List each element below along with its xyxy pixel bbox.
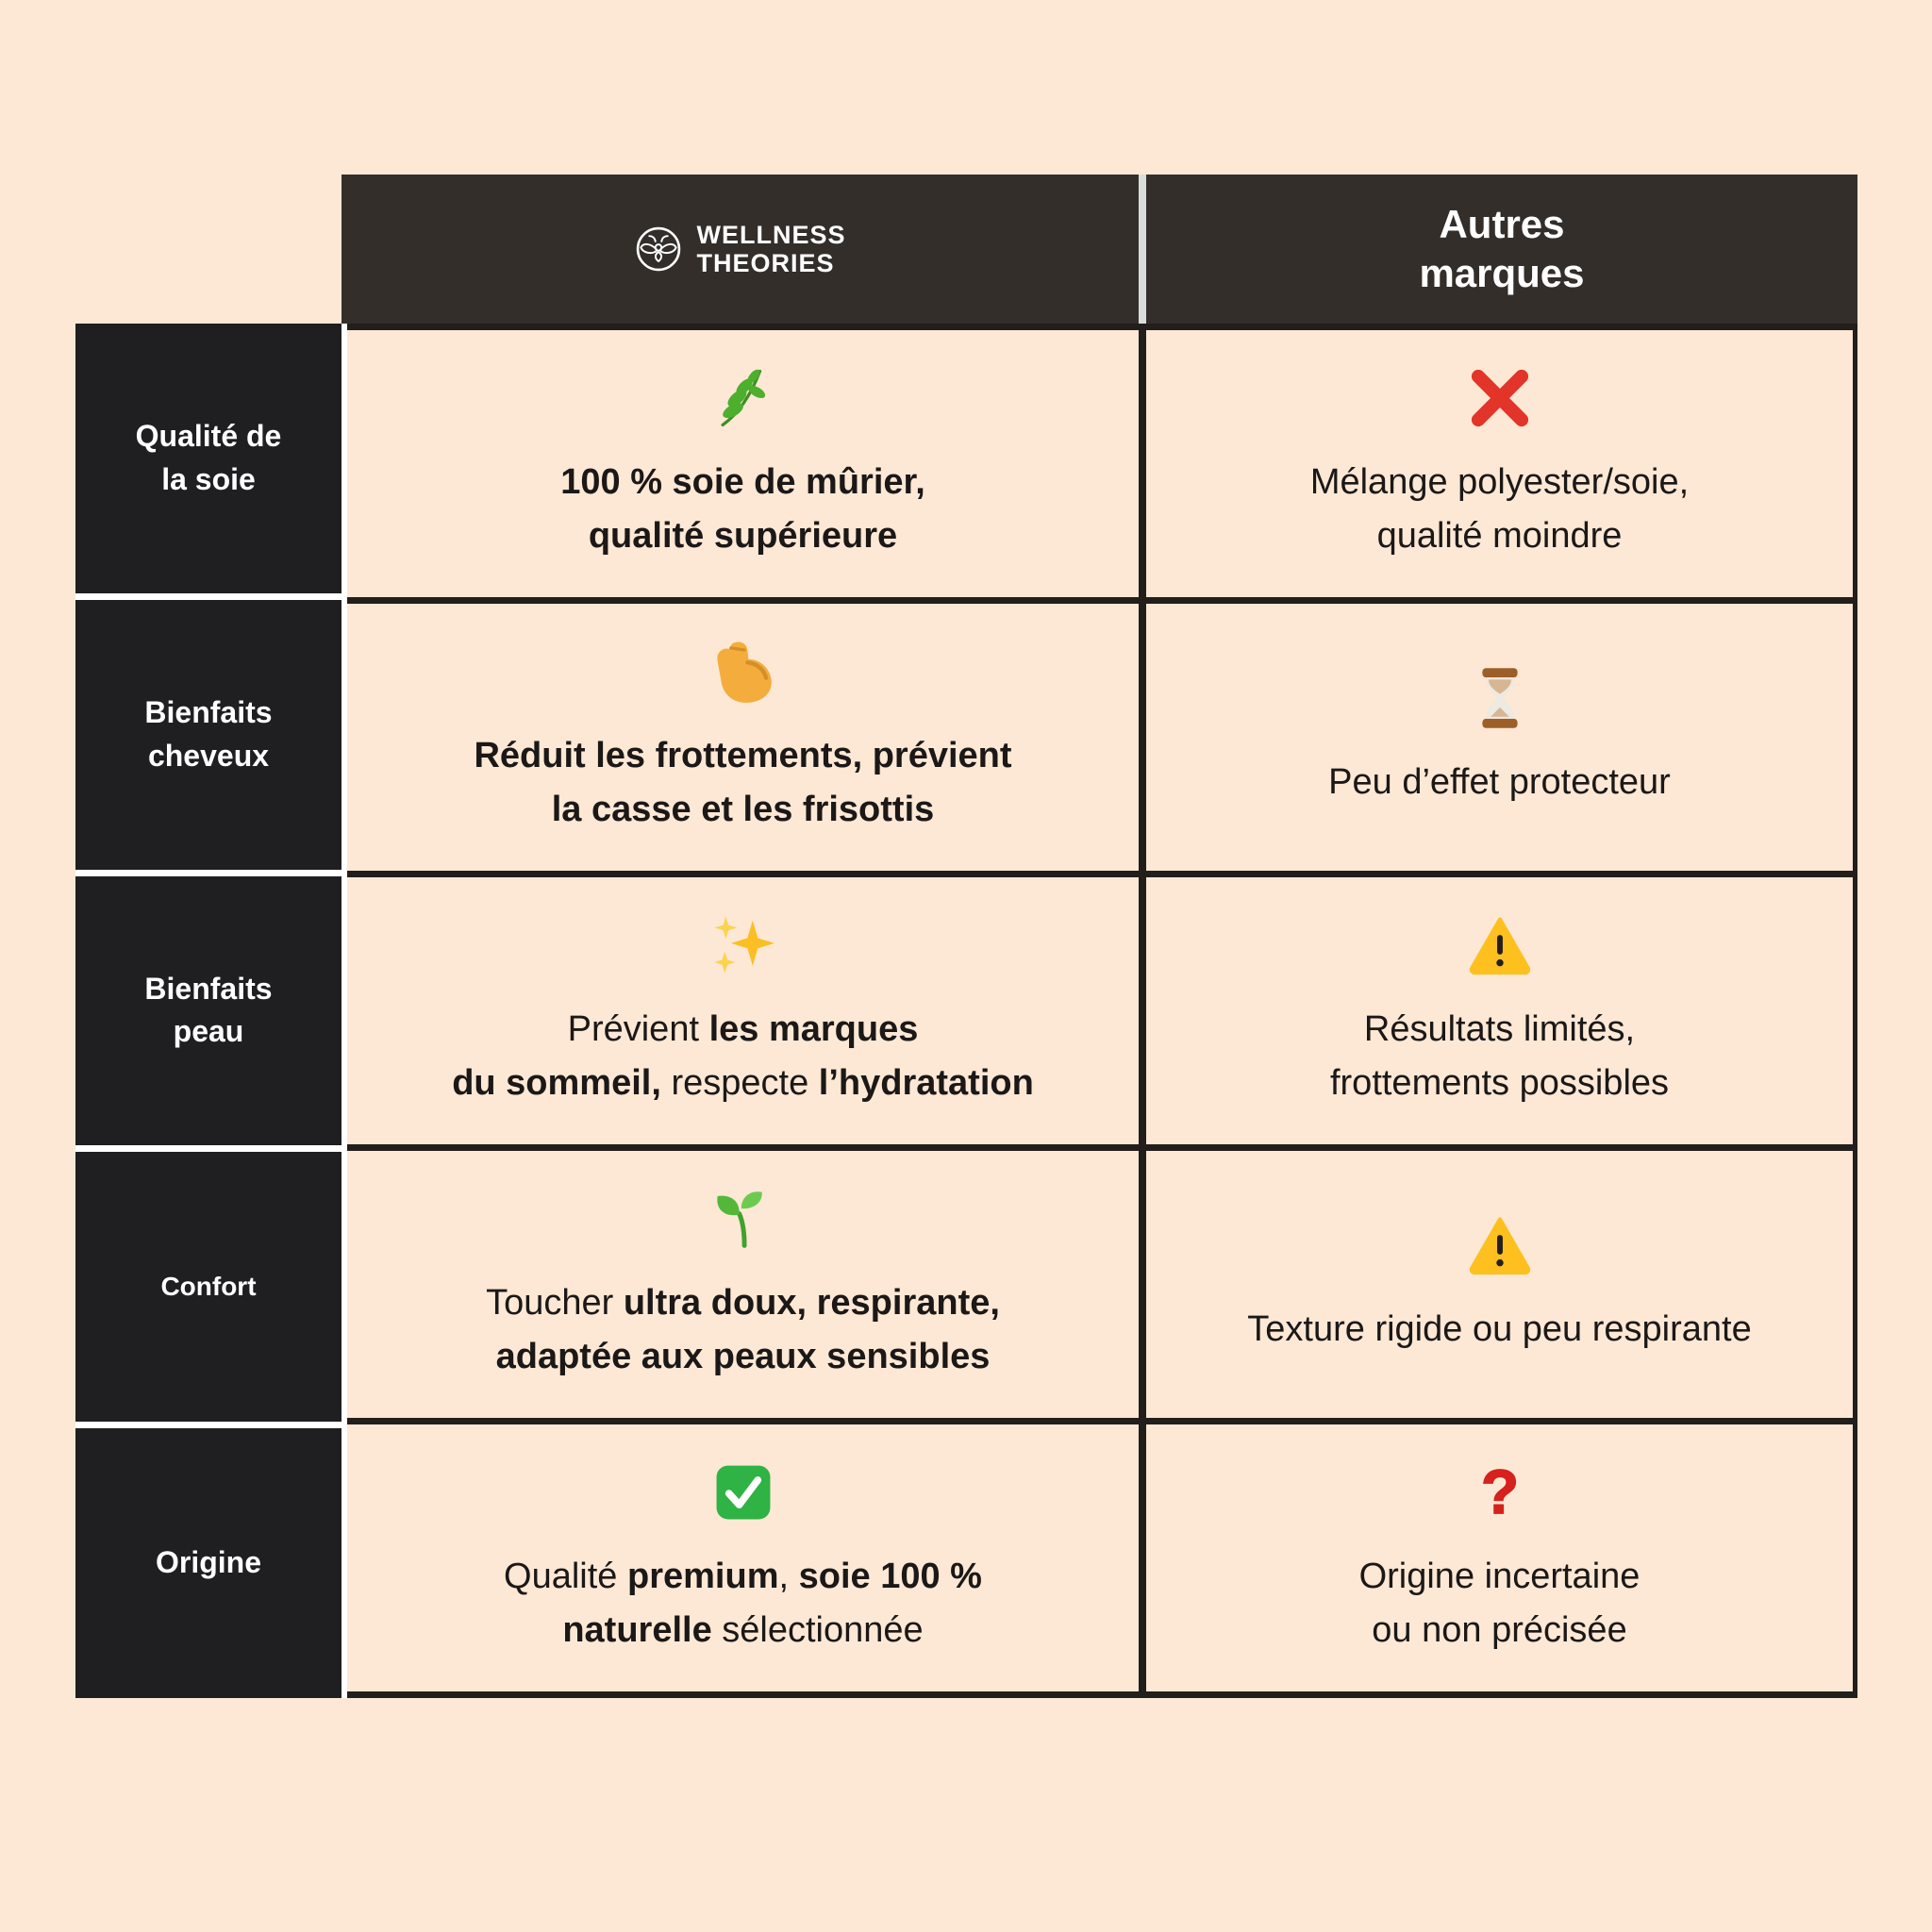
cell-confort-brand: Toucher ultra doux, respirante,adaptée a… <box>347 1151 1139 1418</box>
row-label-text: Origine <box>155 1545 261 1580</box>
cell-bienfaits-cheveux-other: Peu d’effet protecteur <box>1146 604 1853 871</box>
header-column-separator <box>1139 175 1146 324</box>
brand-name: WELLNESS THEORIES <box>696 221 845 277</box>
herb-icon <box>710 365 776 431</box>
header-brand-cell: WELLNESS THEORIES <box>341 175 1139 324</box>
svg-text:?: ? <box>1480 1459 1518 1525</box>
cell-qualite-soie-other: Mélange polyester/soie,qualité moindre <box>1146 330 1853 597</box>
sparkles-icon <box>710 912 776 978</box>
cell-text: Texture rigide ou peu respirante <box>1247 1309 1752 1349</box>
competitor-title-line2: marques <box>1419 251 1585 295</box>
warning-icon <box>1467 912 1533 978</box>
warning-icon <box>1467 1212 1533 1278</box>
cell-text: Toucher ultra doux, respirante,adaptée a… <box>486 1282 1000 1376</box>
cell-confort-other: Texture rigide ou peu respirante <box>1146 1151 1853 1418</box>
check-mark-button-icon <box>710 1459 776 1525</box>
flexed-biceps-icon <box>710 639 776 705</box>
bee-logo-icon <box>634 225 683 274</box>
cell-text: Résultats limités,frottements possibles <box>1329 1008 1670 1103</box>
table-header: WELLNESS THEORIES Autres marques <box>341 175 1857 324</box>
row-label-confort: Confort <box>75 1152 341 1423</box>
cell-text: Mélange polyester/soie,qualité moindre <box>1309 461 1690 556</box>
cell-origine-brand: Qualité premium, soie 100 %naturelle sél… <box>347 1424 1139 1691</box>
brand-name-line1: WELLNESS <box>696 220 846 249</box>
row-label-text: Confort <box>160 1272 257 1302</box>
seedling-icon <box>710 1186 776 1252</box>
comparison-grid: 100 % soie de mûrier,qualité supérieure … <box>341 324 1857 1698</box>
brand-name-line2: THEORIES <box>696 249 835 277</box>
row-label-origine: Origine <box>75 1428 341 1698</box>
header-competitor-cell: Autres marques <box>1146 175 1857 324</box>
cell-text: 100 % soie de mûrier,qualité supérieure <box>560 461 925 556</box>
cross-mark-icon <box>1467 365 1533 431</box>
red-question-mark-icon: ? <box>1467 1459 1533 1525</box>
cell-text: Qualité premium, soie 100 %naturelle sél… <box>504 1556 982 1650</box>
cell-qualite-soie-brand: 100 % soie de mûrier,qualité supérieure <box>347 330 1139 597</box>
cell-bienfaits-peau-other: Résultats limités,frottements possibles <box>1146 877 1853 1144</box>
grid-left-strip <box>341 324 347 1698</box>
competitor-title-line1: Autres <box>1439 201 1565 246</box>
hourglass-icon <box>1467 665 1533 731</box>
cell-text: Peu d’effet protecteur <box>1328 762 1671 802</box>
